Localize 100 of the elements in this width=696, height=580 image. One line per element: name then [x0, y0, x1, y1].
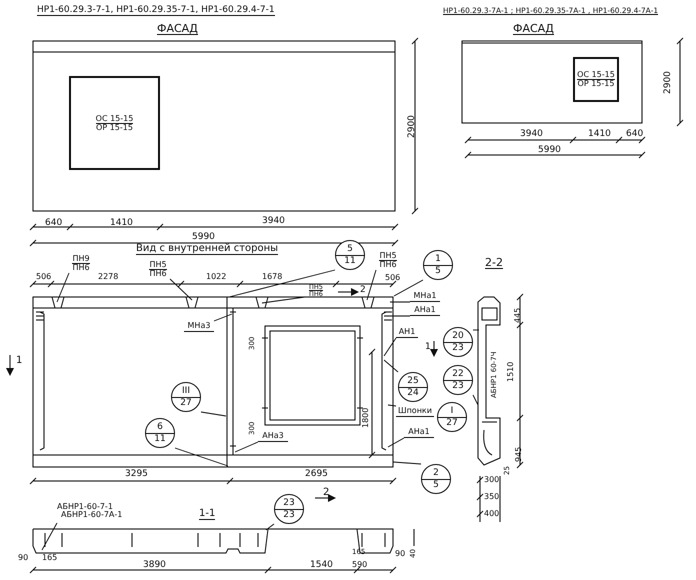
dimension-value: 640: [626, 130, 644, 139]
section-drawing: [32, 528, 394, 554]
callout-circle: [171, 382, 201, 412]
leader-label: ПН6: [149, 270, 167, 278]
drawing-label: 2: [323, 488, 330, 498]
dimension-value: 350: [484, 493, 500, 501]
leader-label: ПН6: [72, 264, 90, 272]
section-mark: 400: [484, 510, 500, 518]
dimension-value: 5990: [538, 146, 561, 155]
dimension-value: 1022: [206, 273, 226, 281]
dimension-value: 300: [484, 476, 500, 484]
leader-line: [366, 270, 376, 300]
callout-circle: [443, 365, 473, 395]
dimension-value: 90: [395, 550, 406, 558]
dimension-value: 2695: [305, 470, 328, 479]
callout-number: 5: [336, 244, 364, 256]
dimension-value: 90: [18, 554, 28, 562]
leader-label: ПН9: [72, 255, 90, 264]
window-mark: ОС 15-15: [577, 71, 615, 80]
callout-number: 5: [434, 266, 442, 276]
leader-label: АБНР1-60-7-1: [57, 503, 113, 511]
dimension-value: 2900: [664, 71, 673, 94]
leader-line: [384, 360, 398, 372]
callout-circle: [443, 327, 473, 357]
callout-number: 27: [445, 418, 459, 428]
leader-line: [394, 280, 424, 296]
callout-number: 1: [424, 254, 452, 266]
section-mark: 1: [16, 356, 22, 366]
leader-label: Шпонки: [398, 407, 432, 415]
callout-number: 23: [451, 380, 465, 392]
callout-number: 23: [451, 342, 465, 354]
leader-line: [392, 462, 422, 464]
leader-label: АБНР1-60-7А-1: [61, 511, 122, 519]
leader-line: [262, 296, 306, 304]
view-title: НР1-60.29.3-7-1, НР1-60.29.35-7-1, НР1-60.29.4-7-1: [37, 6, 275, 16]
dimension-value: 1540: [310, 561, 333, 570]
callout-number: 11: [153, 434, 167, 444]
leader-line: [388, 404, 396, 406]
section-drawing: [478, 296, 500, 466]
callout-number: I: [438, 406, 466, 418]
leader-line: [56, 272, 70, 302]
dimension-value: 5990: [192, 233, 215, 242]
callout-number: 11: [343, 256, 357, 266]
callout-number: 20: [444, 330, 472, 342]
callout-number: 2: [422, 468, 450, 480]
leader-line: [472, 394, 478, 406]
callout-number: 23: [282, 510, 296, 520]
dimension-value: 506: [385, 274, 400, 282]
callout-circle: [398, 372, 428, 402]
leader-label: АН1: [398, 328, 416, 336]
callout-circle: [437, 402, 467, 432]
view-title: 2-2: [485, 257, 503, 269]
view-title: 1-1: [199, 509, 216, 520]
leader-line: [384, 338, 396, 356]
leader-line: [228, 270, 336, 298]
view-title: ФАСАД: [513, 23, 554, 35]
leader-label: ПН5: [379, 252, 397, 261]
window-mark: ОР 15-15: [96, 124, 133, 132]
dimension-value: 3940: [262, 217, 285, 226]
leader-line: [200, 412, 226, 416]
dimension-value: 506: [36, 273, 52, 281]
dimension-value: 165: [42, 554, 58, 562]
window-mark: ОР 15-15: [578, 80, 614, 88]
callout-number: 23: [275, 498, 303, 510]
callout-number: 25: [399, 376, 427, 388]
window-mark: ОС 15-15: [96, 114, 134, 124]
dimension-value: 590: [352, 561, 368, 569]
dimension-value: 3940: [520, 130, 543, 139]
window-opening: [69, 76, 160, 170]
leader-label: АНа3: [262, 432, 284, 440]
leader-line: [266, 524, 274, 530]
leader-label: ПН6: [379, 261, 397, 269]
callout-number: 27: [179, 398, 193, 408]
dimension-value: 1410: [588, 130, 611, 139]
callout-circle: [421, 464, 451, 494]
dimension-value: 640: [45, 219, 62, 228]
callout-number: III: [172, 386, 200, 398]
dimension-value: 1678: [262, 273, 282, 281]
dimension-value: 2900: [408, 115, 417, 138]
window-opening: [573, 57, 619, 102]
leader-label: АНа1: [414, 306, 436, 314]
view-title: ФАСАД: [157, 23, 198, 35]
leader-label: АНа1: [408, 428, 430, 436]
callout-circle: [335, 240, 365, 270]
dimension-value: 1410: [110, 219, 133, 228]
leader-line: [388, 438, 404, 448]
leader-line: [234, 442, 258, 452]
callout-circle: [423, 250, 453, 280]
dimension-value: 3295: [125, 470, 148, 479]
leader-line: [214, 314, 232, 322]
leader-label: ПН5: [149, 261, 167, 270]
callout-circle: [274, 494, 304, 524]
section-mark: 1: [425, 343, 431, 352]
view-title: Вид с внутренней стороны: [136, 244, 278, 255]
leader-label: МНа3: [188, 322, 210, 330]
section-mark: 2: [360, 286, 366, 295]
callout-circle: [145, 418, 175, 448]
leader-label: МНа1: [414, 292, 436, 300]
callout-number: 6: [146, 422, 174, 434]
leader-line: [170, 278, 192, 300]
